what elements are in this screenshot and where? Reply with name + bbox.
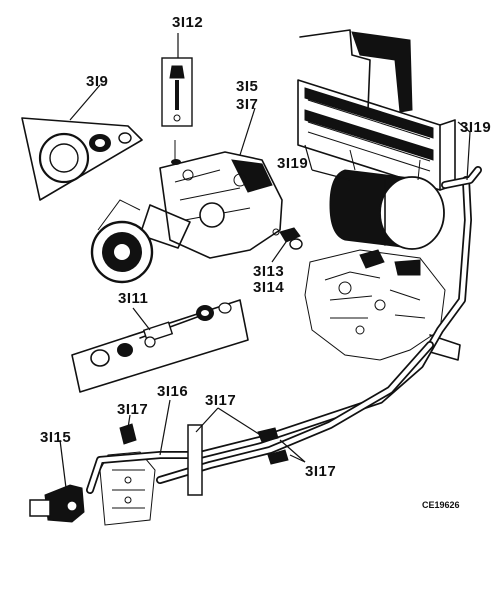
callout-3i9: 3I9 bbox=[86, 73, 108, 90]
figure-reference-code: CE19626 bbox=[422, 500, 460, 510]
callout-3i19-top: 3I19 bbox=[460, 119, 491, 136]
callout-3i13: 3I13 bbox=[253, 263, 284, 280]
callout-3i14: 3I14 bbox=[253, 279, 284, 296]
compressor bbox=[90, 140, 283, 284]
callout-3i16: 3I16 bbox=[157, 383, 188, 400]
leader-lines bbox=[59, 33, 471, 489]
callout-3i19-mid: 3I19 bbox=[277, 155, 308, 172]
gasket-plate bbox=[21, 117, 143, 201]
pipe-fitting bbox=[272, 227, 303, 250]
expansion-valve bbox=[29, 484, 85, 523]
callout-3i17-mid: 3I17 bbox=[205, 392, 236, 409]
callout-3i7: 3I7 bbox=[236, 96, 258, 113]
refrigerant-hoses bbox=[86, 166, 482, 496]
condenser-assembly bbox=[297, 29, 456, 191]
callout-3i12: 3I12 bbox=[172, 14, 203, 31]
callout-3i11: 3I11 bbox=[118, 290, 148, 307]
engine-block bbox=[304, 249, 461, 361]
callout-3i17-left: 3I17 bbox=[117, 401, 148, 418]
callout-3i5: 3I5 bbox=[236, 78, 258, 95]
shaft-seal-kit bbox=[71, 299, 249, 393]
service-valve bbox=[161, 57, 193, 127]
callout-3i15: 3I15 bbox=[40, 429, 71, 446]
mounting-bracket bbox=[99, 451, 156, 526]
receiver-drier bbox=[329, 149, 445, 250]
callout-3i17-right: 3I17 bbox=[305, 463, 336, 480]
